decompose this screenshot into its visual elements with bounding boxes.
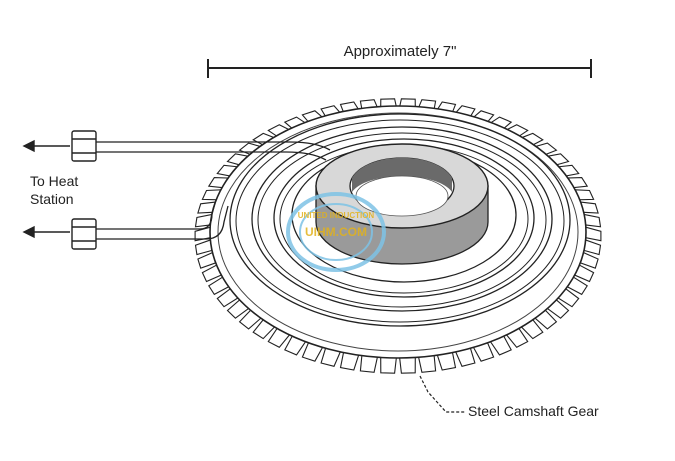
- watermark-text: UIHM.COM: [305, 225, 367, 239]
- upper-outlet-arrow: [22, 139, 70, 153]
- to-heat-station-label-line2: Station: [30, 191, 74, 207]
- gear-root-circle: [217, 112, 579, 352]
- induction-coil: [229, 113, 571, 327]
- watermark-logo: UNITED INDUCTION UIHM.COM: [286, 192, 386, 272]
- watermark-arc-text: UNITED INDUCTION: [298, 211, 375, 220]
- part-label: Steel Camshaft Gear: [468, 403, 599, 419]
- dimension-label: Approximately 7": [344, 43, 457, 60]
- coil-leads: [96, 141, 331, 240]
- gear-hub: [315, 143, 489, 265]
- dimension-bar: [207, 59, 592, 78]
- upper-hex-fitting: [71, 130, 97, 162]
- to-heat-station-label-line1: To Heat: [30, 173, 78, 189]
- lower-hex-fitting: [71, 218, 97, 250]
- lower-outlet-arrow: [22, 225, 70, 239]
- part-leader-line: [419, 375, 466, 413]
